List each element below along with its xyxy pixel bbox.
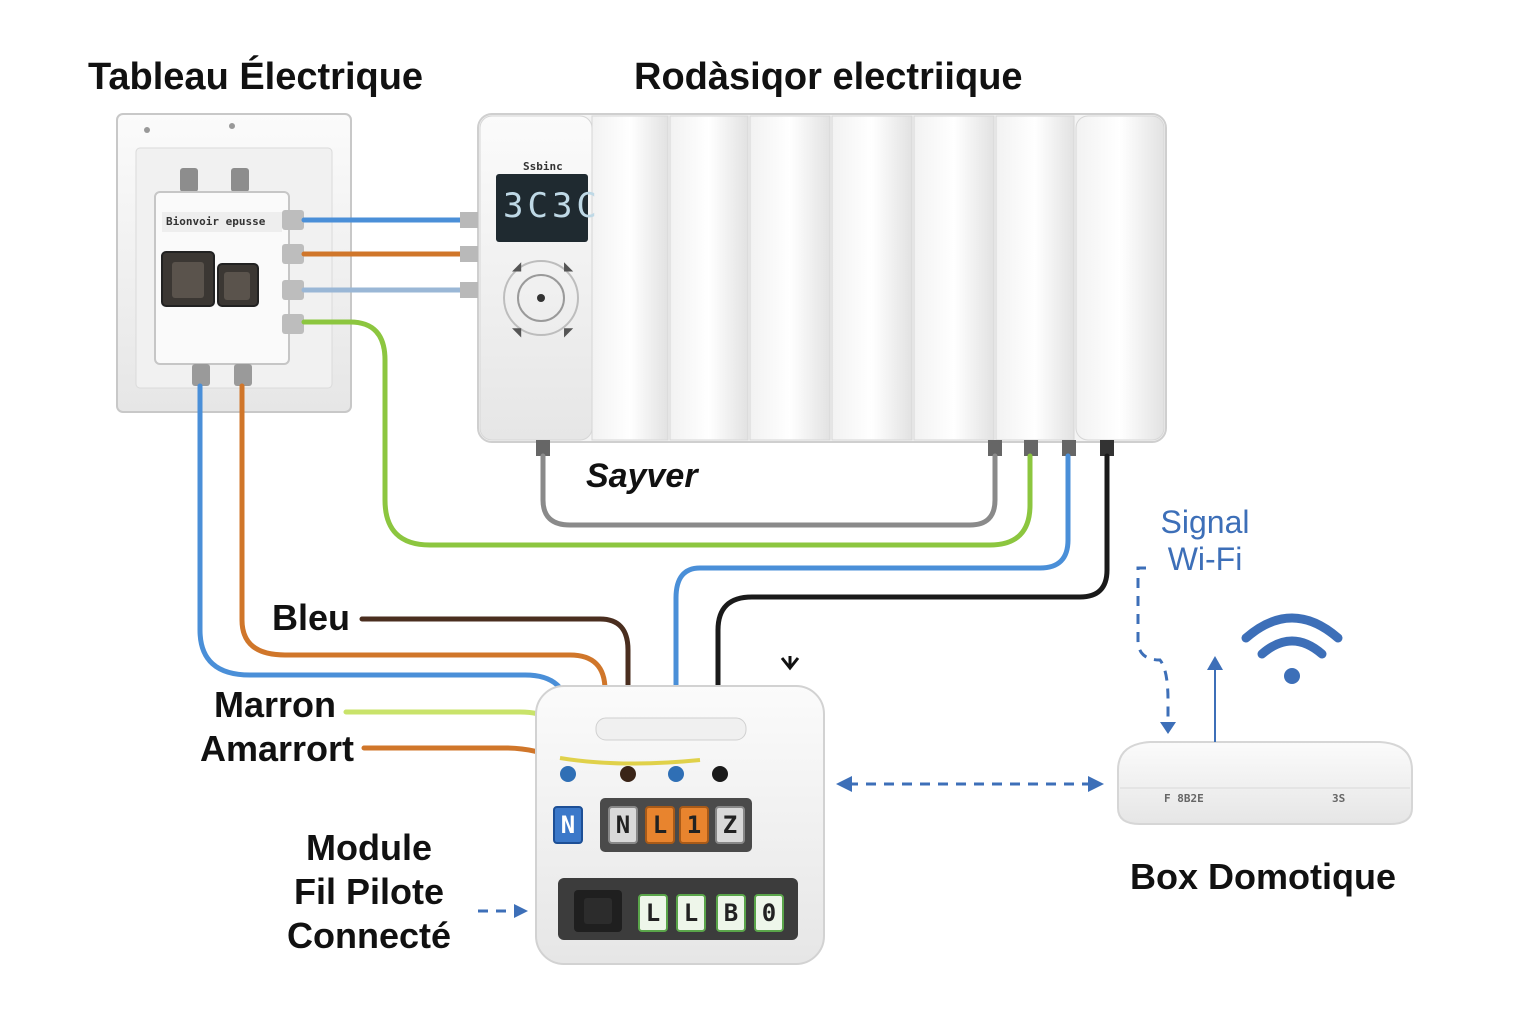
- radiator-display: 3C3C: [503, 186, 601, 226]
- svg-text:◢: ◢: [512, 259, 522, 273]
- router-port-label: 3S: [1332, 792, 1346, 805]
- terminal-bottom-0: 0: [754, 894, 784, 932]
- module-title-line-2: Fil Pilote: [293, 871, 444, 912]
- electrical-panel: [116, 113, 352, 413]
- wire-label-bleu: Bleu: [271, 597, 350, 638]
- svg-text:◥: ◥: [512, 325, 522, 339]
- signal-dashes: [478, 566, 1170, 913]
- terminal-top-l: L: [645, 806, 675, 844]
- radiator: ◢ ◣ ◥ ◤: [477, 113, 1167, 456]
- module-title-line-3: Connecté: [286, 915, 452, 956]
- signal-line-1: Signal: [1160, 504, 1250, 540]
- wires-panel-radiator: [301, 212, 1033, 548]
- svg-text:◣: ◣: [564, 259, 574, 273]
- breaker-label: Bionvoir epusse: [166, 215, 266, 228]
- terminal-top-n2: N: [608, 806, 638, 844]
- wire-label-marron: Marron: [213, 684, 336, 725]
- router-label: F 8B2E: [1164, 792, 1204, 805]
- terminal-bottom-l2: L: [676, 894, 706, 932]
- module-title: Module Fil Pilote Connecté: [264, 826, 474, 958]
- signal-label: Signal Wi-Fi: [1150, 504, 1260, 578]
- svg-text:◤: ◤: [564, 325, 574, 339]
- terminal-top-1: 1: [679, 806, 709, 844]
- radiator-brand: Ssbinc: [523, 160, 563, 173]
- wire-label-amarrort: Amarrort: [199, 728, 354, 769]
- radiator-title: Rodàsiqor electriique: [634, 56, 1023, 98]
- router-title: Box Domotique: [1130, 856, 1396, 897]
- signal-line-2: Wi-Fi: [1167, 541, 1243, 577]
- wifi-icon: [1241, 613, 1343, 684]
- module-title-line-1: Module: [306, 827, 432, 868]
- terminal-bottom-l1: L: [638, 894, 668, 932]
- terminal-bottom-b: B: [716, 894, 746, 932]
- terminal-top-n1: N: [553, 806, 583, 844]
- terminal-top-z: Z: [715, 806, 745, 844]
- panel-title: Tableau Électrique: [88, 56, 424, 98]
- sauver-label: Sayver: [586, 457, 698, 495]
- box-domotique-router: [1117, 656, 1413, 825]
